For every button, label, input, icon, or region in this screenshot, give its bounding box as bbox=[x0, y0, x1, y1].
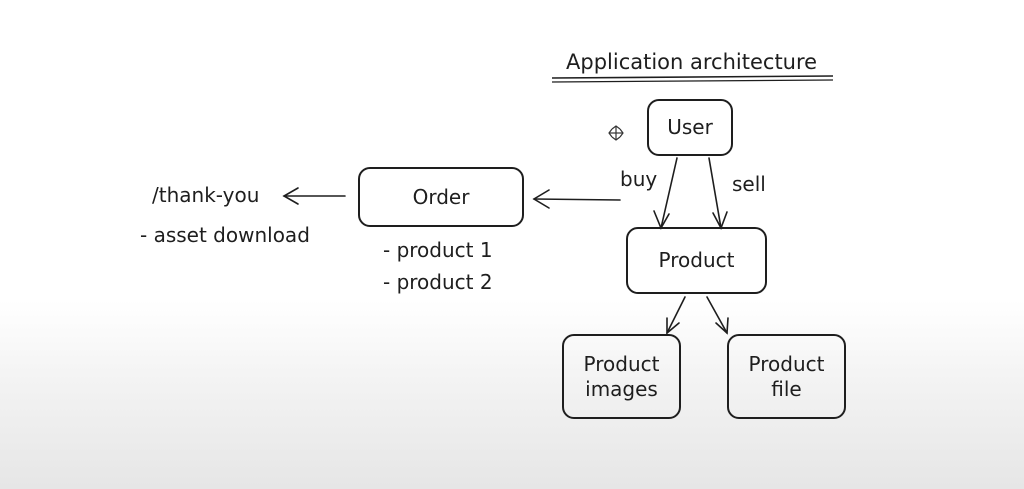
arrow-user-to-product-sell bbox=[708, 157, 728, 230]
arrow-user-to-product-buy bbox=[653, 157, 678, 230]
node-product[interactable]: Product bbox=[626, 227, 767, 294]
edge-label-sell: sell bbox=[732, 172, 766, 196]
node-user[interactable]: User bbox=[647, 99, 733, 156]
title-underline bbox=[551, 75, 834, 79]
node-product-file[interactable]: Product file bbox=[727, 334, 846, 419]
title-underline-2 bbox=[551, 79, 834, 83]
arrow-product-to-images bbox=[666, 296, 686, 335]
annotation-order-item-1: - product 1 bbox=[383, 238, 493, 262]
node-order[interactable]: Order bbox=[358, 167, 524, 227]
move-cursor-icon bbox=[608, 125, 624, 141]
edge-label-buy: buy bbox=[620, 167, 658, 191]
arrow-to-order bbox=[532, 189, 621, 209]
arrow-to-thank-you bbox=[282, 187, 346, 205]
annotation-asset-download: - asset download bbox=[140, 223, 310, 247]
annotation-order-item-2: - product 2 bbox=[383, 270, 493, 294]
annotation-thank-you: /thank-you bbox=[152, 183, 260, 207]
node-product-images[interactable]: Product images bbox=[562, 334, 681, 419]
diagram-title: Application architecture bbox=[566, 50, 818, 74]
arrow-product-to-file bbox=[706, 296, 729, 335]
